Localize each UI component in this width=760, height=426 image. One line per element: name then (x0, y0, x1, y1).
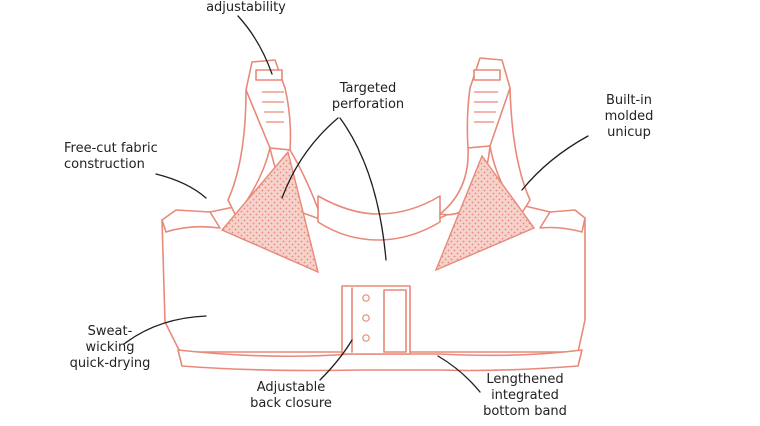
label-unicup-line: molded (604, 109, 654, 124)
leader-sweat-wicking (123, 315, 207, 345)
left-strap-adjuster (255, 69, 283, 81)
label-bottom-band-line: bottom band (483, 404, 567, 419)
label-sweat-wicking-line: Sweat- (87, 324, 133, 339)
label-adjustability-line: adjustability (206, 0, 286, 15)
center-gore (317, 195, 441, 241)
left-side-wing (161, 209, 221, 233)
closure-hooks (362, 294, 370, 342)
right-strap-outer (489, 87, 531, 217)
leader-bottom-band (437, 355, 481, 393)
label-adjustability: adjustability (196, 0, 296, 16)
label-targeted-perforation-line: Targeted (339, 81, 397, 96)
right-perforation-panel (434, 154, 536, 272)
label-built-in-molded-unicup: Built-in molded unicup (584, 93, 674, 141)
label-bottom-band-line: integrated (491, 388, 559, 403)
leader-back-closure (319, 339, 353, 381)
left-perforation-panel (220, 150, 320, 274)
leader-adjustability (237, 15, 273, 75)
label-unicup-line: Built-in (605, 93, 653, 108)
label-back-closure-line: Adjustable (256, 380, 326, 395)
label-lengthened-integrated-bottom-band: Lengthened integrated bottom band (470, 372, 580, 420)
leader-free-cut (155, 173, 207, 199)
leader-perforation-left (281, 117, 339, 199)
back-closure-strip (383, 289, 407, 353)
label-sweat-wicking-line: quick-drying (69, 356, 151, 371)
right-strap-adjuster (473, 69, 501, 81)
label-sweat-wicking-line: wicking (85, 340, 135, 355)
right-side-wing (539, 209, 586, 233)
label-bottom-band-line: Lengthened (486, 372, 564, 387)
label-targeted-perforation-line: perforation (331, 97, 405, 112)
label-targeted-perforation: Targeted perforation (318, 81, 418, 113)
label-free-cut-fabric-construction: Free-cut fabric construction (64, 141, 184, 173)
strap-ladders (262, 91, 498, 123)
label-adjustable-back-closure: Adjustable back closure (236, 380, 346, 412)
label-back-closure-line: back closure (250, 396, 332, 411)
label-sweat-wicking-quick-drying: Sweat- wicking quick-drying (60, 324, 160, 372)
label-unicup-line: unicup (607, 125, 651, 140)
label-free-cut-line: Free-cut fabric (64, 141, 158, 156)
label-free-cut-line: construction (64, 157, 145, 172)
bottom-band (177, 349, 583, 372)
leader-unicup (521, 135, 589, 191)
leader-perforation-right (339, 117, 387, 261)
